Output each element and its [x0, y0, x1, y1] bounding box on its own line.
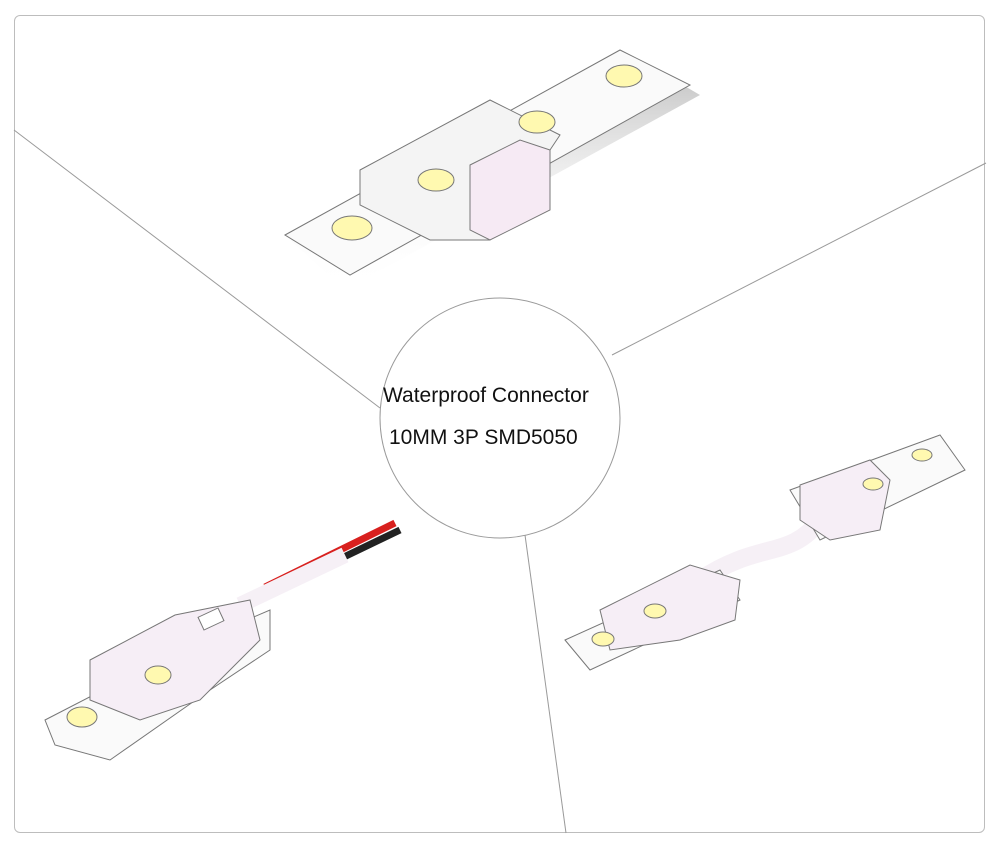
- strip-to-strip-connector: [284, 49, 700, 290]
- pointer-line-top-left: [13, 129, 381, 409]
- product-spec: 10MM 3P SMD5050: [389, 426, 578, 449]
- strip-to-wire-connector: [44, 519, 402, 761]
- product-title: Waterproof Connector: [383, 384, 589, 407]
- pointer-line-right: [611, 162, 987, 356]
- pointer-line-bottom: [524, 534, 567, 834]
- center-circle: [379, 297, 621, 539]
- strip-cable-strip-connector: [564, 434, 966, 671]
- image-frame: [14, 15, 985, 833]
